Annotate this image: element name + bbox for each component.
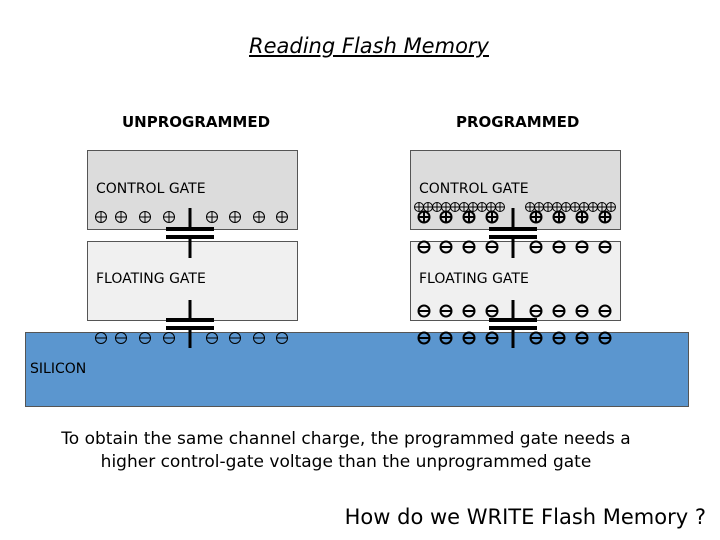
silicon-label: SILICON	[30, 361, 87, 377]
negative-charge-icon	[552, 304, 566, 318]
negative-charge-icon	[462, 331, 476, 345]
negative-charge-icon	[95, 332, 107, 344]
negative-charge-icon	[575, 331, 589, 345]
programmed-heading: PROGRAMMED	[456, 113, 580, 131]
positive-charge-icon	[206, 211, 218, 223]
negative-charge-icon	[598, 331, 612, 345]
negative-charge-icon	[417, 304, 431, 318]
negative-charge-icon	[253, 332, 265, 344]
positive-charge-icon	[597, 202, 607, 212]
positive-charge-icon	[468, 202, 478, 212]
positive-charge-icon	[534, 202, 544, 212]
positive-charge-icon	[462, 210, 476, 224]
negative-charge-icon	[485, 240, 499, 254]
positive-charge-icon	[543, 202, 553, 212]
positive-charge-icon	[579, 202, 589, 212]
positive-charge-icon	[598, 210, 612, 224]
capacitor-icon	[166, 300, 214, 348]
negative-charge-icon	[575, 304, 589, 318]
negative-charge-icon	[417, 240, 431, 254]
positive-charge-icon	[163, 211, 175, 223]
negative-charge-icon	[206, 332, 218, 344]
capacitor-icon	[489, 300, 537, 348]
positive-charge-icon	[552, 210, 566, 224]
negative-charge-icon	[462, 304, 476, 318]
positive-charge-icon	[417, 210, 431, 224]
positive-charge-icon	[606, 202, 616, 212]
negative-charge-icon	[462, 240, 476, 254]
negative-charge-icon	[439, 304, 453, 318]
positive-charge-icon	[529, 210, 543, 224]
positive-charge-icon	[477, 202, 487, 212]
positive-charge-icon	[561, 202, 571, 212]
negative-charge-icon	[598, 304, 612, 318]
positive-charge-icon	[441, 202, 451, 212]
silicon-substrate	[25, 332, 689, 407]
positive-charge-icon	[439, 210, 453, 224]
negative-charge-icon	[529, 331, 543, 345]
positive-charge-icon	[552, 202, 562, 212]
positive-charge-icon	[575, 210, 589, 224]
unprogrammed-heading: UNPROGRAMMED	[122, 113, 271, 131]
control-gate-label: CONTROL GATE	[419, 181, 529, 197]
control-gate-label: CONTROL GATE	[96, 181, 206, 197]
page-title: Reading Flash Memory	[249, 34, 489, 58]
negative-charge-icon	[276, 332, 288, 344]
negative-charge-icon	[598, 240, 612, 254]
negative-charge-icon	[529, 304, 543, 318]
negative-charge-icon	[552, 240, 566, 254]
unprogrammed-floating-gate: FLOATING GATE	[87, 241, 298, 321]
positive-charge-icon	[459, 202, 469, 212]
negative-charge-icon	[439, 240, 453, 254]
capacitor-icon	[489, 208, 537, 258]
positive-charge-icon	[414, 202, 424, 212]
positive-charge-icon	[95, 211, 107, 223]
positive-charge-icon	[229, 211, 241, 223]
caption-line-2: higher control-gate voltage than the unp…	[100, 452, 592, 472]
positive-charge-icon	[495, 202, 505, 212]
caption: To obtain the same channel charge, the p…	[0, 428, 692, 474]
positive-charge-icon	[115, 211, 127, 223]
negative-charge-icon	[417, 331, 431, 345]
negative-charge-icon	[229, 332, 241, 344]
capacitor-icon	[166, 208, 214, 258]
floating-gate-label: FLOATING GATE	[96, 271, 206, 287]
positive-charge-icon	[486, 202, 496, 212]
negative-charge-icon	[115, 332, 127, 344]
positive-charge-icon	[525, 202, 535, 212]
positive-charge-icon	[450, 202, 460, 212]
negative-charge-icon	[439, 331, 453, 345]
positive-charge-icon	[139, 211, 151, 223]
negative-charge-icon	[529, 240, 543, 254]
negative-charge-icon	[139, 332, 151, 344]
negative-charge-icon	[163, 332, 175, 344]
negative-charge-icon	[575, 240, 589, 254]
positive-charge-icon	[432, 202, 442, 212]
positive-charge-icon	[276, 211, 288, 223]
negative-charge-icon	[485, 331, 499, 345]
caption-line-1: To obtain the same channel charge, the p…	[61, 429, 631, 449]
negative-charge-icon	[485, 304, 499, 318]
positive-charge-icon	[485, 210, 499, 224]
negative-charge-icon	[552, 331, 566, 345]
question-text: How do we WRITE Flash Memory ?	[344, 505, 706, 529]
positive-charge-icon	[423, 202, 433, 212]
floating-gate-label: FLOATING GATE	[419, 271, 529, 287]
positive-charge-icon	[570, 202, 580, 212]
positive-charge-icon	[253, 211, 265, 223]
positive-charge-icon	[588, 202, 598, 212]
